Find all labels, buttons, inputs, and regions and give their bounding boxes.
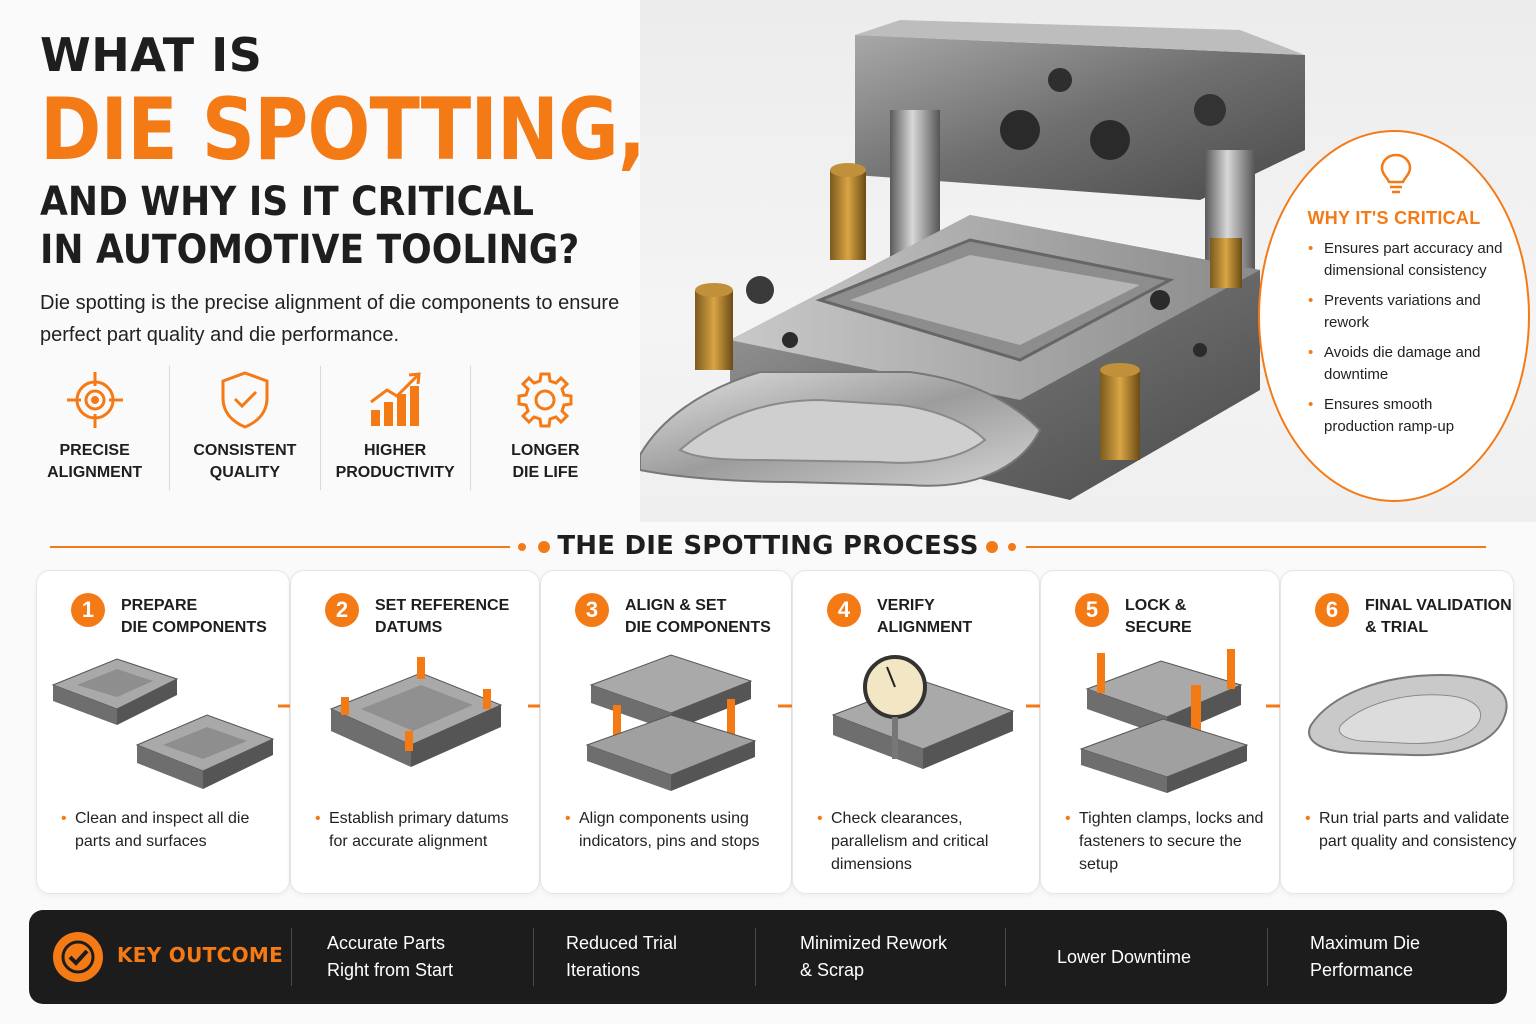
step-number: 3 <box>575 593 609 627</box>
intro-text: Die spotting is the precise alignment of… <box>40 292 620 346</box>
lightbulb-icon <box>1380 153 1412 194</box>
divider-right <box>1026 546 1486 548</box>
critical-item: Ensures smooth production ramp-up <box>1306 394 1506 438</box>
outcome-item: Lower Downtime <box>1057 947 1192 967</box>
process-step-1: 1 PREPARE DIE COMPONENTS •Clean and insp… <box>36 570 290 894</box>
benefit-precise-alignment: PRECISE ALIGNMENT <box>20 366 171 490</box>
step-number: 2 <box>325 593 359 627</box>
critical-item: Prevents variations and rework <box>1306 290 1506 334</box>
title-line-4: IN AUTOMOTIVE TOOLING? <box>40 227 580 273</box>
step-number: 1 <box>71 593 105 627</box>
step-desc: •Align components using indicators, pins… <box>565 810 760 850</box>
die-set-photo <box>640 0 1536 522</box>
process-step-6: 6 FINAL VALIDATION & TRIAL •Run trial pa… <box>1280 570 1517 894</box>
step-title: FINAL VALIDATION & TRIAL <box>1365 597 1512 636</box>
separator <box>1267 928 1268 986</box>
datum-plate-illustration <box>329 657 503 767</box>
die-plates-illustration <box>51 658 275 789</box>
process-step-3: 3 ALIGN & SET DIE COMPONENTS •Align comp… <box>540 570 792 894</box>
process-title: THE DIE SPOTTING PROCESS <box>557 531 979 561</box>
step-title: SET REFERENCE DATUMS <box>375 597 510 636</box>
divider-dot <box>538 541 550 553</box>
process-step-5: 5 LOCK & SECURE •Tighten clamps, locks a… <box>1040 570 1280 894</box>
die-assembly-illustration <box>585 654 757 791</box>
process-steps: 1 PREPARE DIE COMPONENTS •Clean and insp… <box>36 570 1517 894</box>
separator <box>291 928 292 986</box>
outcome-item: Accurate Parts Right from Start <box>327 933 454 980</box>
step-desc: •Clean and inspect all die parts and sur… <box>61 810 250 850</box>
benefit-label: HIGHER PRODUCTIVITY <box>335 442 455 481</box>
outcome-item: Maximum Die Performance <box>1310 933 1421 980</box>
divider-left <box>50 546 510 548</box>
step-desc: •Run trial parts and validate part quali… <box>1305 810 1517 850</box>
hero-title: WHAT IS DIE SPOTTING, AND WHY IS IT CRIT… <box>40 28 744 274</box>
critical-item: Ensures part accuracy and dimensional co… <box>1306 238 1506 282</box>
bar-chart-up-icon <box>370 372 421 426</box>
step-title: LOCK & SECURE <box>1125 597 1192 636</box>
key-outcome-label: KEY OUTCOME <box>117 943 284 967</box>
process-step-4: 4 VERIFY ALIGNMENT •Check clearances, pa… <box>792 570 1040 894</box>
step-number: 6 <box>1315 593 1349 627</box>
benefit-higher-productivity: HIGHER PRODUCTIVITY <box>321 366 471 490</box>
stamped-part-illustration <box>1308 673 1508 757</box>
step-title: ALIGN & SET DIE COMPONENTS <box>625 597 771 636</box>
step-title: VERIFY ALIGNMENT <box>877 597 973 636</box>
divider-dot <box>986 541 998 553</box>
divider-dot <box>1008 543 1016 551</box>
critical-title: WHY IT'S CRITICAL <box>1307 208 1481 228</box>
checkmark-icon <box>53 932 103 982</box>
separator <box>533 928 534 986</box>
outcome-item: Reduced Trial Iterations <box>566 933 678 980</box>
locked-die-illustration <box>1079 649 1249 793</box>
why-critical-panel: WHY IT'S CRITICAL Ensures part accuracy … <box>1258 130 1530 502</box>
benefit-label: PRECISE ALIGNMENT <box>47 442 143 481</box>
process-header: THE DIE SPOTTING PROCESS <box>50 528 1486 564</box>
benefit-consistent-quality: CONSISTENT QUALITY <box>170 366 321 490</box>
separator <box>755 928 756 986</box>
step-number: 5 <box>1075 593 1109 627</box>
outcome-item: Minimized Rework & Scrap <box>800 933 948 980</box>
step-desc: •Check clearances, parallelism and criti… <box>817 810 989 873</box>
benefit-label: CONSISTENT QUALITY <box>193 442 297 481</box>
separator <box>1005 928 1006 986</box>
title-line-1: WHAT IS <box>40 28 263 82</box>
dial-indicator-illustration <box>831 655 1015 769</box>
divider-dot <box>518 543 526 551</box>
key-outcome-bar: KEY OUTCOME Accurate Parts Right from St… <box>29 910 1507 1004</box>
critical-list: Ensures part accuracy and dimensional co… <box>1306 238 1506 446</box>
benefit-longer-die-life: LONGER DIE LIFE <box>471 366 620 490</box>
critical-item: Avoids die damage and downtime <box>1306 342 1506 386</box>
gear-icon <box>517 372 573 428</box>
benefit-label: LONGER DIE LIFE <box>511 442 580 481</box>
shield-check-icon <box>221 371 269 429</box>
step-desc: •Establish primary datums for accurate a… <box>315 810 509 850</box>
benefits-row: PRECISE ALIGNMENT CONSISTENT QUALITY HIG… <box>20 366 620 490</box>
step-title: PREPARE DIE COMPONENTS <box>121 597 267 636</box>
title-line-3: AND WHY IS IT CRITICAL <box>40 179 534 225</box>
target-icon <box>66 372 123 428</box>
title-line-2: DIE SPOTTING, <box>40 80 646 180</box>
step-desc: •Tighten clamps, locks and fasteners to … <box>1065 810 1264 873</box>
step-number: 4 <box>827 593 861 627</box>
process-step-2: 2 SET REFERENCE DATUMS •Establish primar… <box>290 570 540 894</box>
